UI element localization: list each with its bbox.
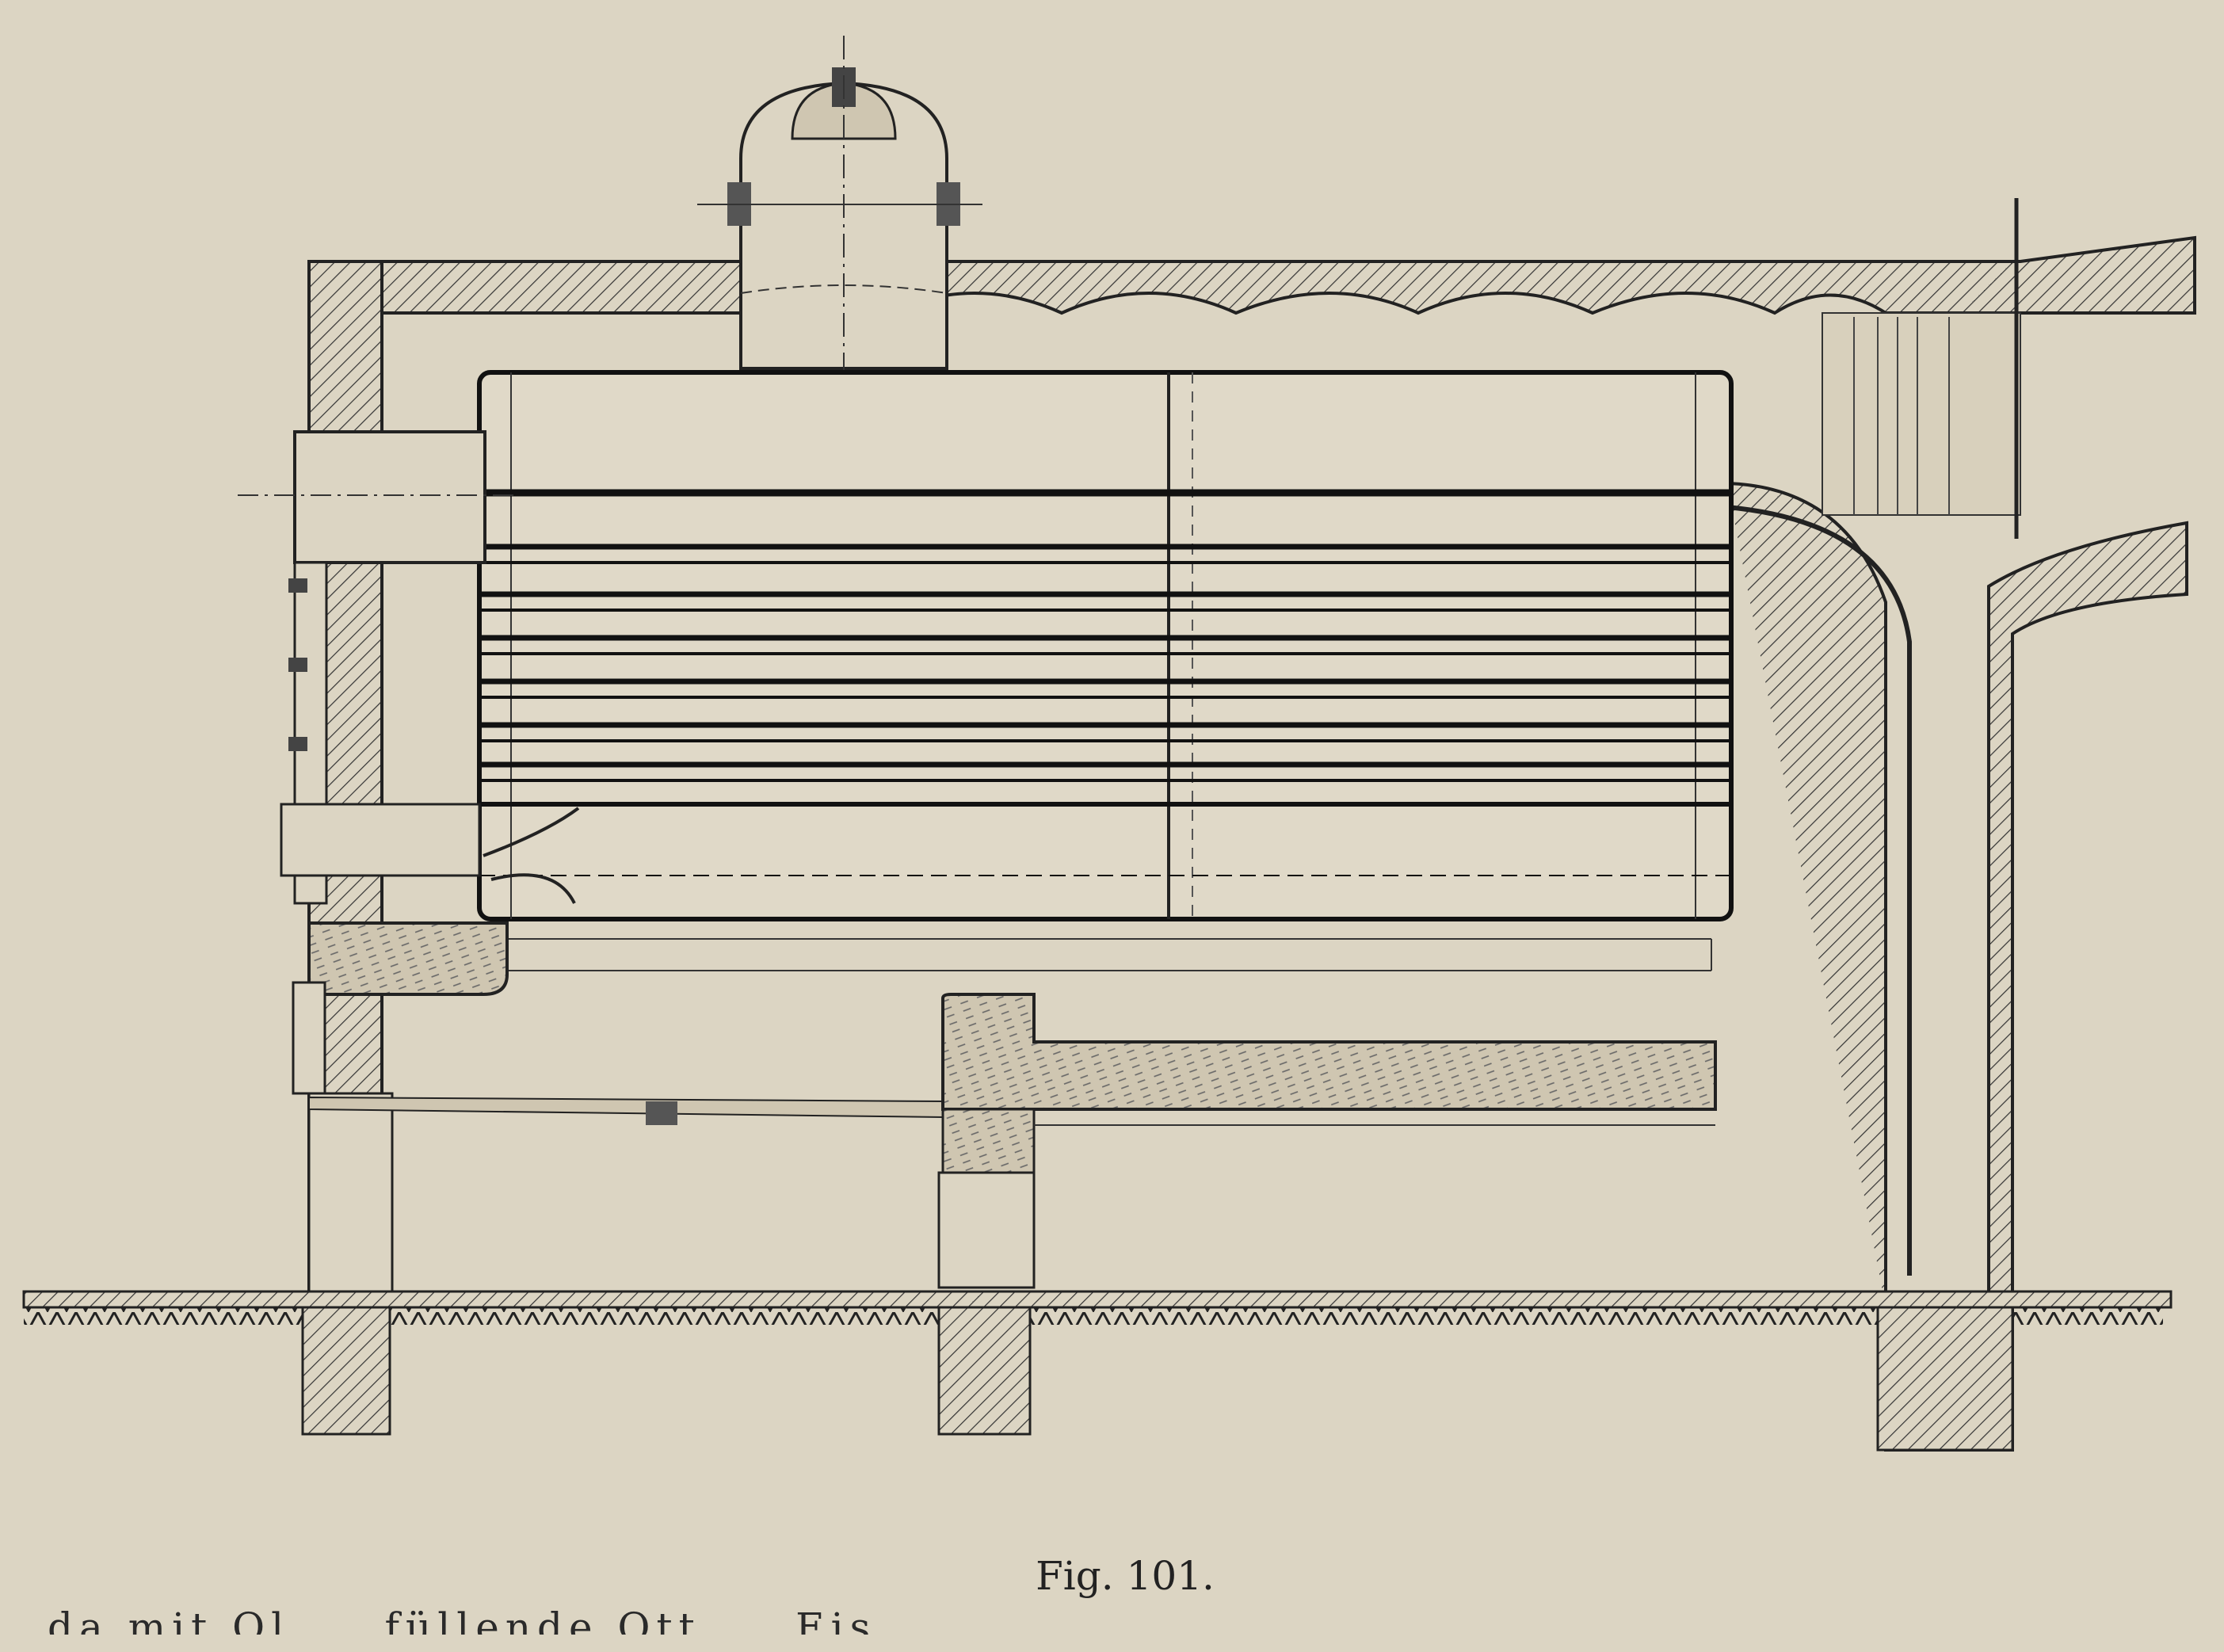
figure-caption: Fig. 101.	[1036, 1553, 1215, 1599]
cut-off-text-line: da mit Ol ... füllende Ott ... Eis ... .	[48, 1604, 990, 1650]
front-smokebox	[238, 430, 580, 905]
boiler-shell	[477, 370, 1734, 971]
right-flue-wall	[1726, 198, 2188, 1452]
furnace-grate-area	[292, 921, 1717, 1289]
ground-line	[22, 1290, 2173, 1452]
fire-tubes	[479, 489, 1731, 876]
steam-dome	[697, 36, 982, 428]
vaulted-roof	[308, 235, 2196, 315]
